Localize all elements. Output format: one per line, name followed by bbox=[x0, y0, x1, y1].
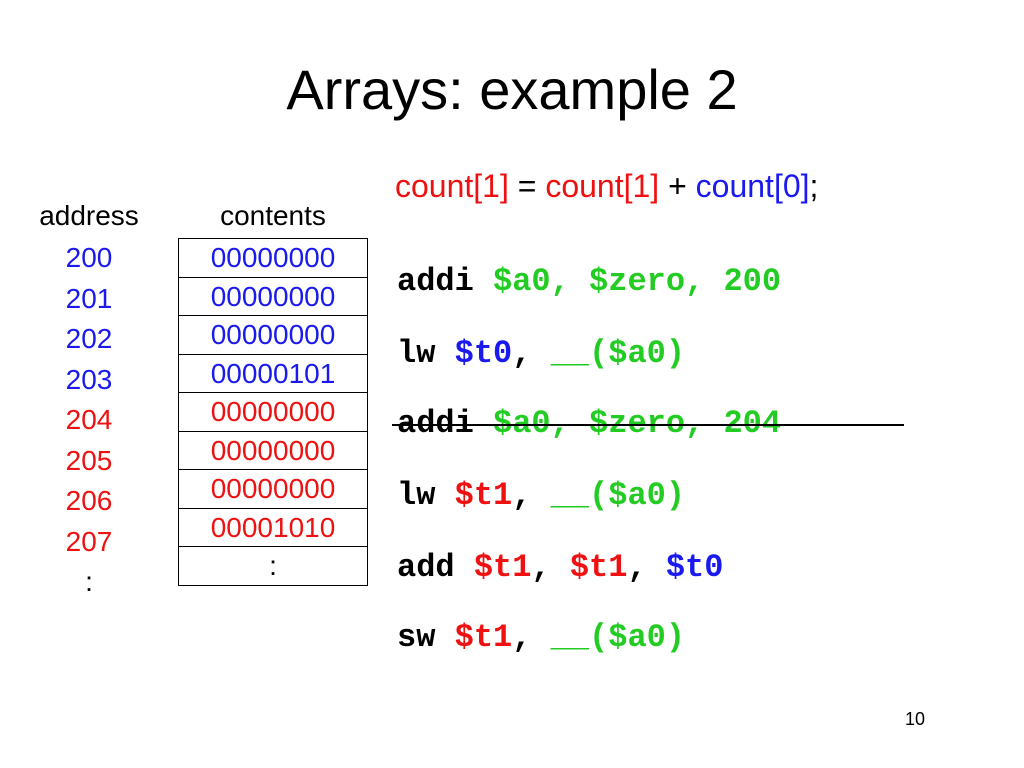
memory-operand: __($a0) bbox=[550, 619, 686, 656]
table-row: 00000000 bbox=[178, 392, 368, 432]
opcode: addi bbox=[397, 405, 494, 442]
separator: , bbox=[512, 619, 551, 656]
page-number: 10 bbox=[905, 709, 926, 729]
statement-semicolon: ; bbox=[809, 168, 819, 204]
contents-cell: 00000101 bbox=[178, 353, 368, 393]
address-cell: 202 bbox=[65, 323, 113, 354]
code-line-add: add $t1, $t1, $t0 bbox=[397, 548, 997, 588]
strikethrough-line bbox=[392, 424, 904, 426]
register-t1: $t1 bbox=[473, 549, 532, 586]
table-row: : bbox=[178, 546, 368, 586]
code-line-sw-t1: sw $t1, __($a0) bbox=[397, 618, 997, 658]
contents-cell: 00000000 bbox=[178, 392, 368, 432]
opcode: lw bbox=[397, 335, 455, 372]
contents-cell: 00000000 bbox=[178, 276, 368, 316]
table-row: 00000000 bbox=[178, 276, 368, 316]
register-t1: $t1 bbox=[454, 619, 513, 656]
statement-rhs-b: count[0] bbox=[695, 168, 810, 204]
contents-cell: 00000000 bbox=[178, 469, 368, 509]
code-line-addi-200: addi $a0, $zero, 200 bbox=[397, 262, 997, 302]
address-cell: 207 bbox=[65, 525, 113, 557]
opcode: addi bbox=[397, 263, 494, 300]
contents-cell: 00000000 bbox=[178, 238, 368, 278]
code-line-addi-204-struck: addi $a0, $zero, 204 bbox=[397, 404, 997, 444]
table-row: 00001010 bbox=[178, 507, 368, 547]
opcode: sw bbox=[397, 619, 455, 656]
register-t0: $t0 bbox=[454, 335, 513, 372]
address-cell: 201 bbox=[65, 282, 113, 314]
separator: , bbox=[627, 549, 666, 586]
statement-rhs-a: count[1] bbox=[545, 168, 660, 204]
address-cell: 204 bbox=[65, 404, 113, 435]
address-cell: 205 bbox=[65, 444, 113, 476]
operands: $a0, $zero, 200 bbox=[493, 263, 782, 300]
code-line-lw-t1: lw $t1, __($a0) bbox=[397, 476, 997, 516]
address-ellipsis: : bbox=[85, 566, 93, 597]
table-row: 00000000 bbox=[178, 238, 368, 278]
operands: $a0, $zero, 204 bbox=[493, 405, 782, 442]
separator: , bbox=[531, 549, 570, 586]
contents-column-header: contents bbox=[220, 200, 326, 231]
contents-cell: 00000000 bbox=[178, 430, 368, 470]
memory-operand: __($a0) bbox=[550, 477, 686, 514]
opcode: lw bbox=[397, 477, 455, 514]
address-cell: 200 bbox=[65, 242, 113, 273]
register-t1: $t1 bbox=[454, 477, 513, 514]
c-statement: count[1] = count[1] + count[0]; bbox=[395, 166, 818, 206]
statement-equals: = bbox=[508, 168, 546, 204]
opcode: add bbox=[397, 549, 474, 586]
statement-plus: + bbox=[659, 168, 696, 204]
table-row: 00000101 bbox=[178, 353, 368, 393]
separator: , bbox=[512, 335, 551, 372]
table-row: 00000000 bbox=[178, 430, 368, 470]
contents-cell: 00000000 bbox=[178, 315, 368, 355]
address-list: 200 201 202 203 204 205 206 207 : bbox=[18, 238, 160, 603]
memory-operand: __($a0) bbox=[550, 335, 686, 372]
table-row: 00000000 bbox=[178, 469, 368, 509]
separator: , bbox=[512, 477, 551, 514]
register-t1: $t1 bbox=[569, 549, 628, 586]
register-t0: $t0 bbox=[665, 549, 724, 586]
contents-ellipsis: : bbox=[178, 546, 368, 586]
statement-lhs: count[1] bbox=[395, 168, 509, 204]
slide-title: Arrays: example 2 bbox=[286, 58, 738, 121]
memory-contents-table: 00000000 00000000 00000000 00000101 0000… bbox=[178, 238, 368, 586]
address-cell: 203 bbox=[65, 363, 113, 395]
address-cell: 206 bbox=[65, 485, 113, 516]
address-column-header: address bbox=[39, 200, 139, 231]
code-line-lw-t0: lw $t0, __($a0) bbox=[397, 334, 997, 374]
table-row: 00000000 bbox=[178, 315, 368, 355]
contents-cell: 00001010 bbox=[178, 507, 368, 547]
